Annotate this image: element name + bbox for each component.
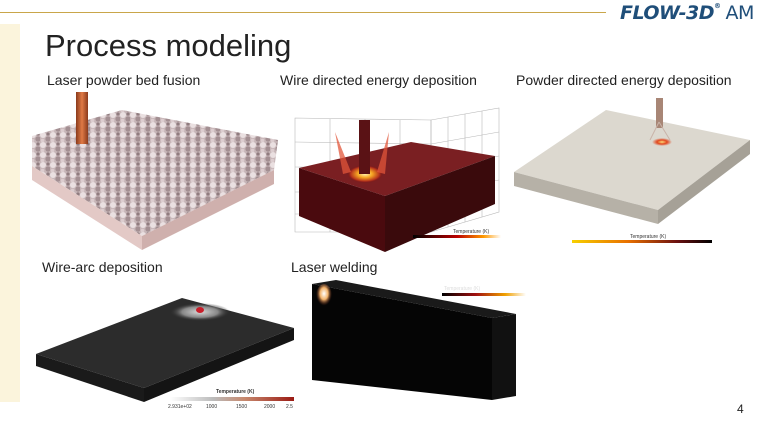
wire-arc-tick-label: 2000	[264, 404, 275, 410]
panel-label-lpbf: Laser powder bed fusion	[47, 72, 201, 88]
wire-feed-icon	[359, 120, 370, 174]
welding-legend-title: Temperature (K)	[444, 286, 480, 292]
lpbf-simulation-image	[32, 92, 278, 250]
wire-arc-legend-bar	[170, 397, 294, 401]
wire-arc-tick-label: 1000	[206, 404, 217, 410]
wire-ded-legend-bar	[413, 235, 501, 238]
flow3d-am-logo: FLOW-3D®AM	[620, 2, 754, 24]
weld-keyhole-icon	[316, 284, 332, 308]
arc-hotspot-icon	[196, 307, 204, 313]
wire-arc-tick-label: 2.931e+02	[168, 404, 192, 410]
panel-label-wire-ded: Wire directed energy deposition	[280, 72, 477, 88]
header-rule	[0, 12, 606, 13]
wire-arc-tick-label: 1500	[236, 404, 247, 410]
slide-title: Process modeling	[45, 28, 292, 63]
panel-label-powder-ded: Powder directed energy deposition	[516, 72, 732, 88]
powder-ded-legend-title: Temperature (K)	[630, 234, 666, 240]
panel-label-wire-arc: Wire-arc deposition	[42, 259, 163, 275]
laser-welding-simulation-image: Temperature (K)	[312, 280, 526, 400]
wire-ded-simulation-image: Temperature (K)	[294, 107, 501, 252]
powder-ded-simulation-image: Temperature (K)	[514, 98, 750, 243]
wire-arc-tick-label: 2.5	[286, 404, 293, 410]
panel-label-laser-welding: Laser welding	[291, 259, 378, 275]
wire-arc-simulation-image: Temperature (K) 2.931e+02 1000 1500 2000…	[36, 298, 294, 410]
sidebar-accent	[0, 24, 20, 402]
powder-ded-legend-bar	[572, 240, 712, 243]
wire-arc-legend-title: Temperature (K)	[216, 389, 255, 395]
wire-ded-legend-title: Temperature (K)	[453, 229, 489, 235]
page-number: 4	[737, 402, 744, 416]
welding-legend-bar	[442, 293, 526, 296]
laser-beam-icon	[76, 92, 88, 144]
powder-nozzle-icon	[656, 98, 663, 128]
